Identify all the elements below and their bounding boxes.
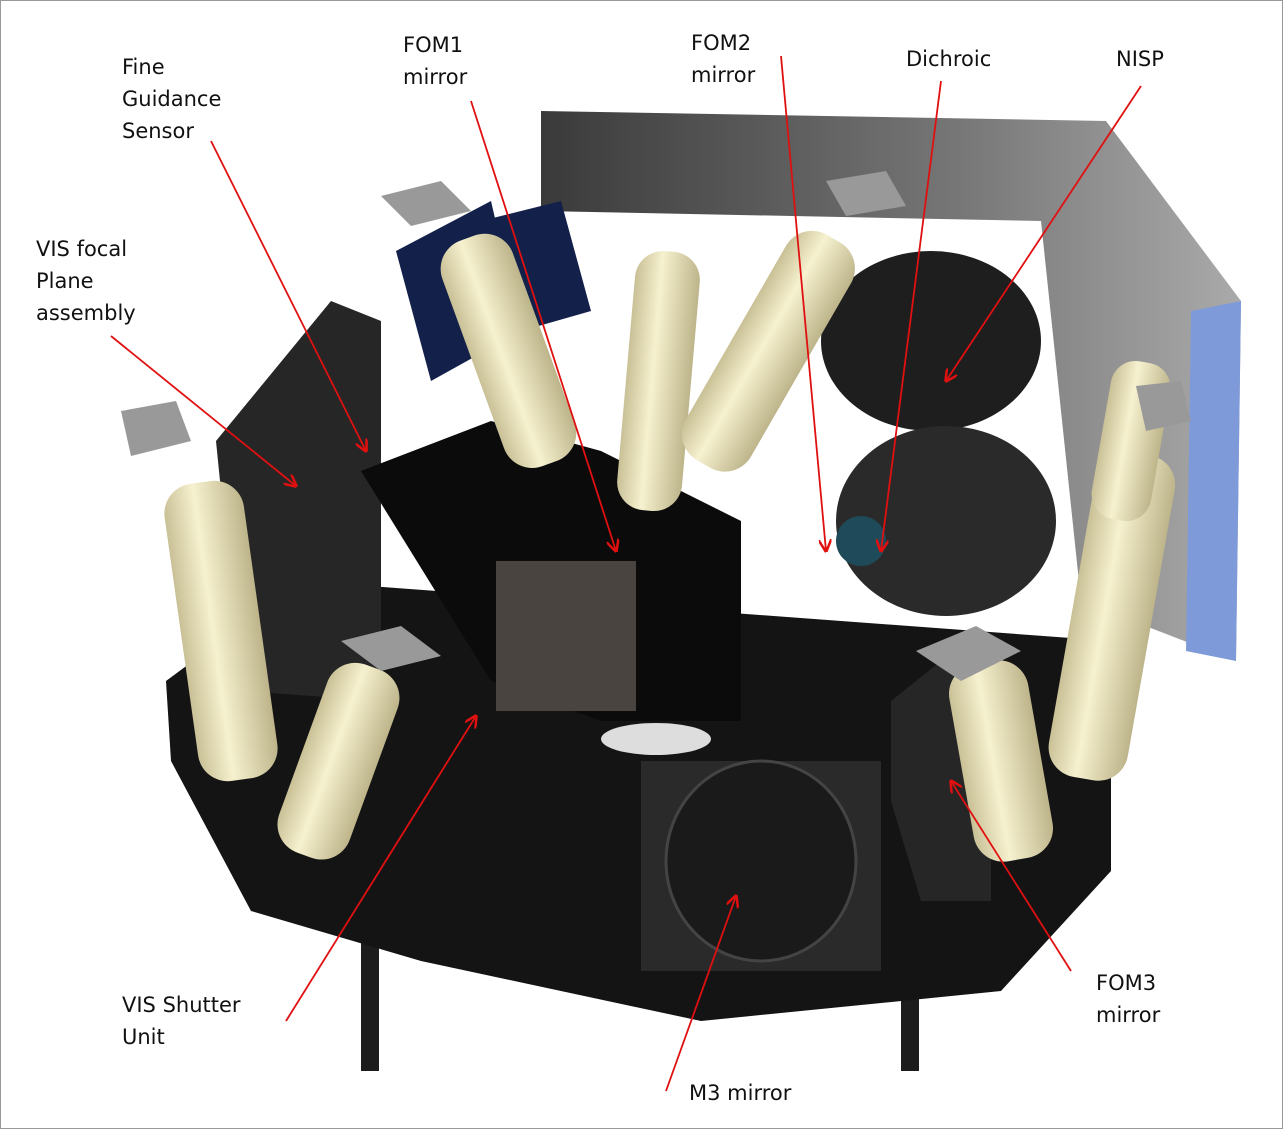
- label-m3-mirror: M3 mirror: [689, 1081, 792, 1105]
- arrow-fom2: [780, 55, 826, 551]
- m3-mirror-shape: [664, 759, 858, 963]
- label-fom3-mirror: FOM3 mirror: [1096, 971, 1161, 1027]
- baffle-wall: [541, 111, 1241, 661]
- arrow-m3: [665, 896, 736, 1092]
- arrow-dichroic: [881, 80, 942, 551]
- arrow-vis-fpa: [110, 335, 296, 486]
- label-dichroic: Dichroic: [906, 47, 992, 71]
- label-fom1-mirror: FOM1 mirror: [403, 33, 468, 89]
- label-vis-focal-plane: VIS focal Plane assembly: [36, 237, 136, 325]
- label-nisp: NISP: [1116, 47, 1164, 71]
- label-fom2-mirror: FOM2 mirror: [691, 31, 756, 87]
- arrow-fom3: [951, 781, 1072, 972]
- arrow-fgs: [210, 140, 366, 451]
- baffle-edge: [1186, 301, 1241, 661]
- arrow-vis-shutter: [285, 716, 476, 1022]
- callout-arrows: [110, 55, 1142, 1092]
- hexapod-struts: [164, 230, 1176, 862]
- arrow-nisp: [946, 85, 1142, 381]
- arrow-fom1: [470, 100, 616, 551]
- label-vis-shutter-unit: VIS Shutter Unit: [122, 993, 241, 1049]
- label-fine-guidance-sensor: Fine Guidance Sensor: [122, 55, 222, 143]
